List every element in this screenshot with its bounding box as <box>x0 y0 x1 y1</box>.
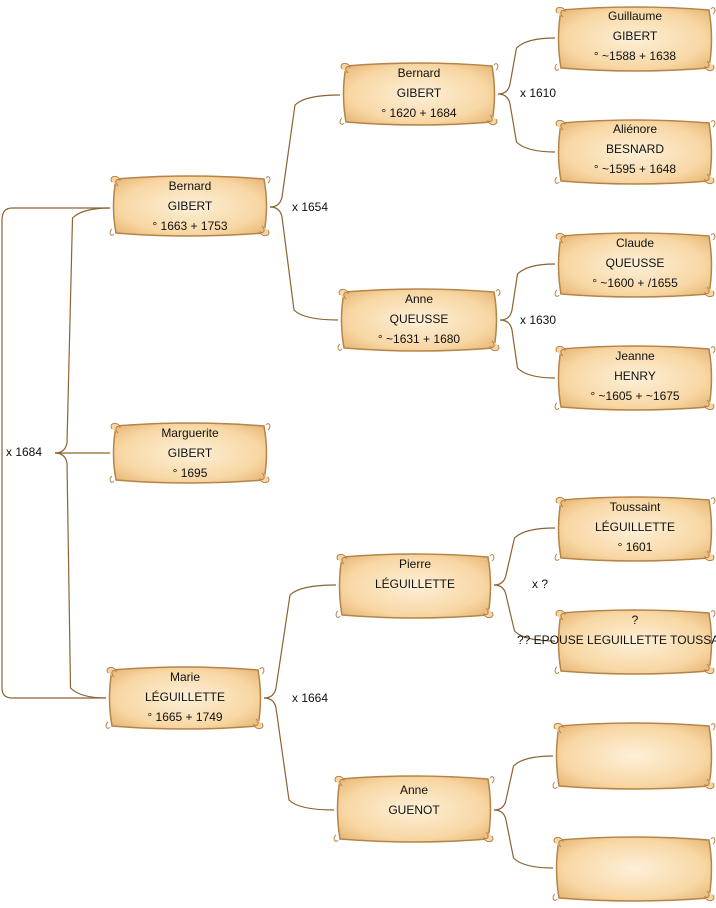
person-line-1: Bernard <box>168 179 212 193</box>
person-line-3: ° 1665 + 1749 <box>147 710 223 724</box>
person-card-pierre-leguillette[interactable]: Pierre LÉGUILLETTE <box>335 550 495 622</box>
person-line-1: Anne <box>404 292 434 306</box>
person-card-jeanne-henry[interactable]: Jeanne HENRY ° ~1605 + ~1675 <box>554 342 716 414</box>
person-line-3: ° ~1595 + 1648 <box>593 162 677 176</box>
parchment-scroll-icon <box>105 666 265 730</box>
person-line-2: LÉGUILLETTE <box>594 520 676 534</box>
person-card-bernard-gibert-1620[interactable]: Bernard GIBERT ° 1620 + 1684 <box>339 59 499 129</box>
parchment-scroll-icon <box>554 345 716 411</box>
person-line-1: ? <box>631 613 639 627</box>
parchment-scroll-icon <box>554 496 716 562</box>
person-line-2: GIBERT <box>612 29 658 43</box>
parchment-scroll-icon <box>109 175 271 237</box>
person-card-marguerite-gibert[interactable]: Marguerite GIBERT ° 1695 <box>109 419 271 487</box>
person-line-3: ° 1663 + 1753 <box>152 219 228 233</box>
person-line-1: Marguerite <box>161 426 219 440</box>
person-line-2: GUENOT <box>388 803 440 817</box>
person-line-2: ?? EPOUSE LEGUILLETTE TOUSSAINT <box>517 633 716 647</box>
person-line-2: GIBERT <box>167 199 213 213</box>
parchment-scroll-icon <box>554 6 716 72</box>
connector-line <box>263 584 337 699</box>
person-card-empty-1[interactable] <box>552 719 716 793</box>
person-line-1: Toussaint <box>609 500 661 514</box>
connector-line <box>493 527 556 586</box>
parchment-scroll-icon <box>552 722 716 790</box>
person-line-2: GIBERT <box>396 86 442 100</box>
person-line-3: ° 1695 <box>172 466 208 480</box>
connector-line <box>54 452 107 699</box>
person-card-bernard-gibert-1663[interactable]: Bernard GIBERT ° 1663 + 1753 <box>109 172 271 240</box>
person-card-alienore-besnard[interactable]: Aliénore BESNARD ° ~1595 + 1648 <box>554 116 716 188</box>
person-line-3: ° ~1605 + ~1675 <box>590 389 680 403</box>
person-line-1: Bernard <box>397 66 441 80</box>
connector-line <box>493 584 556 642</box>
connector-line <box>499 263 556 321</box>
person-card-unknown-spouse[interactable]: ? ?? EPOUSE LEGUILLETTE TOUSSAINT <box>517 606 716 678</box>
parchment-scroll-icon <box>335 553 495 619</box>
connector-line <box>1 207 110 699</box>
parchment-scroll-icon <box>552 836 716 902</box>
person-line-1: Guillaume <box>607 9 663 23</box>
connector-line <box>263 697 335 811</box>
parchment-scroll-icon <box>337 288 501 352</box>
connector-line <box>269 94 341 208</box>
person-line-2: QUEUSSE <box>389 312 449 326</box>
person-line-1: Pierre <box>398 557 431 571</box>
person-line-2: LÉGUILLETTE <box>374 577 456 591</box>
person-line-3: ° 1601 <box>617 540 653 554</box>
person-line-3: ° ~1600 + /1655 <box>592 276 678 290</box>
parchment-scroll-icon <box>333 775 495 843</box>
parchment-scroll-icon <box>109 422 271 484</box>
parchment-scroll-icon <box>554 232 716 298</box>
parchment-scroll-icon <box>339 62 499 126</box>
connector-line <box>269 206 339 321</box>
marriage-label-gibert-sr: x 1610 <box>520 86 557 100</box>
person-card-anne-queusse[interactable]: Anne QUEUSSE ° ~1631 + 1680 <box>337 285 501 355</box>
parchment-scroll-icon <box>554 119 716 185</box>
person-card-guillaume-gibert[interactable]: Guillaume GIBERT ° ~1588 + 1638 <box>554 3 716 75</box>
marriage-label-gibert: x 1654 <box>292 200 329 214</box>
person-line-1: Jeanne <box>615 349 655 363</box>
person-card-toussaint-leguillette[interactable]: Toussaint LÉGUILLETTE ° 1601 <box>554 493 716 565</box>
marriage-label-main: x 1684 <box>6 445 43 459</box>
parchment-scroll-icon <box>554 609 716 675</box>
person-line-2: HENRY <box>614 369 656 383</box>
person-line-2: BESNARD <box>605 142 664 156</box>
person-line-3: ° 1620 + 1684 <box>381 106 457 120</box>
person-line-1: Aliénore <box>612 122 658 136</box>
marriage-label-leguillette-sr: x ? <box>532 577 549 591</box>
person-line-1: Claude <box>615 236 655 250</box>
connector-line <box>54 207 111 454</box>
connector-line <box>493 755 554 811</box>
connector-line <box>497 93 556 153</box>
connector-line <box>499 319 556 379</box>
person-line-1: Marie <box>169 670 200 684</box>
person-line-2: QUEUSSE <box>605 256 665 270</box>
person-line-2: LÉGUILLETTE <box>144 690 226 704</box>
marriage-label-leguillette: x 1664 <box>292 691 329 705</box>
person-card-empty-2[interactable] <box>552 833 716 905</box>
person-line-3: ° ~1631 + 1680 <box>377 332 461 346</box>
person-card-marie-leguillette[interactable]: Marie LÉGUILLETTE ° 1665 + 1749 <box>105 663 265 733</box>
marriage-label-queusse: x 1630 <box>520 313 557 327</box>
person-card-anne-guenot[interactable]: Anne GUENOT <box>333 772 495 846</box>
person-line-3: ° ~1588 + 1638 <box>593 49 677 63</box>
person-line-2: GIBERT <box>167 446 213 460</box>
person-card-claude-queusse[interactable]: Claude QUEUSSE ° ~1600 + /1655 <box>554 229 716 301</box>
connector-line <box>497 37 556 95</box>
connector-line <box>493 809 554 869</box>
person-line-1: Anne <box>399 783 429 797</box>
